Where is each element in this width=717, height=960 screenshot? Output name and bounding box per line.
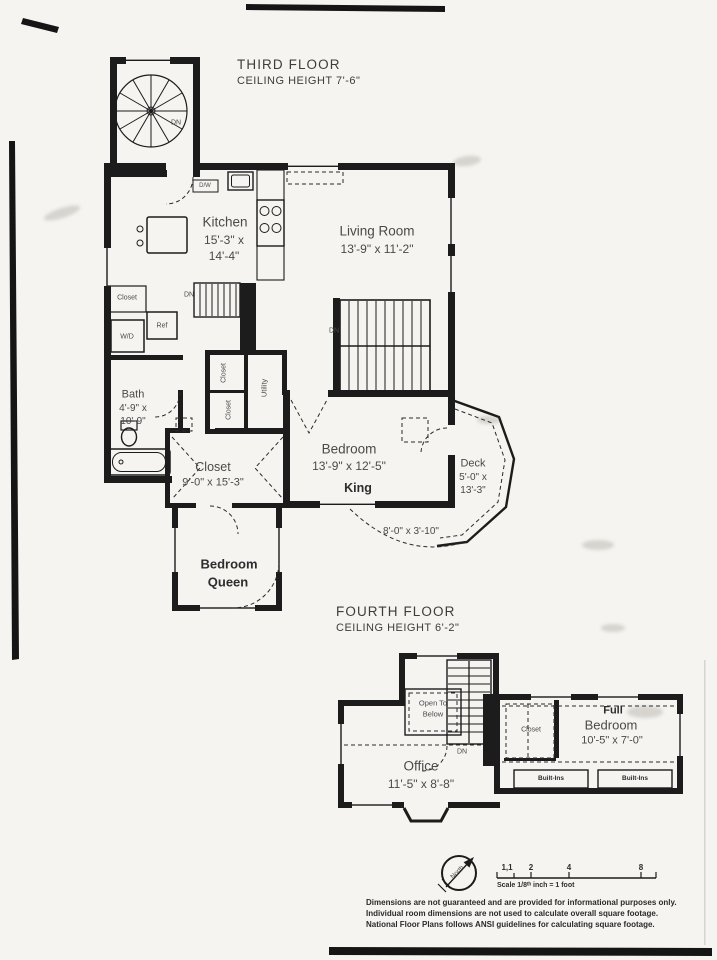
office-bay-window [402,807,450,823]
fridge-box [146,311,178,340]
living-room-label: Living Room [339,223,415,239]
full-bedroom-label-1: Full [603,704,623,717]
scan-artifacts [9,4,712,956]
queen-bed-label: Queen [207,574,249,590]
washer-dryer-label: W/D [120,333,134,341]
main-stairs-icon [339,299,431,393]
utility-label: Utility [259,378,269,398]
windows-third [104,57,455,611]
built-ins-label-1: Built-Ins [538,774,564,782]
living-room-dims: 13'-9" x 11'-2" [340,242,414,256]
fourth-floor-ceiling: CEILING HEIGHT 6'-2" [336,622,460,634]
bedroom-king-label: Bedroom [321,441,377,457]
scale-tick-3: 8 [638,863,644,872]
bedroom-king-dims: 13'-9" x 12'-5" [312,459,386,473]
stove-icon [256,199,285,247]
king-bed-label: King [344,480,372,495]
scale-tick-1: 2 [528,863,534,872]
toilet-icon [120,420,138,447]
dn-label-fourth: DN [456,748,468,756]
deck-dims-1: 5'-0" x [459,472,487,483]
dn-label-mid-stairs: DN [183,291,195,299]
balcony-dims-label: 8'-0" x 3'-10" [383,526,439,537]
closet-vertical-label-1: Closet [220,363,228,383]
fourth-floor-fixtures [402,659,673,823]
dishwasher-label: D/W [199,183,211,189]
kitchen-island [136,216,188,254]
deck-dims-2: 13'-3" [460,485,486,496]
sink-icon [227,171,254,191]
full-bedroom-label-2: Bedroom [584,717,638,733]
compass-icon [437,855,477,893]
washer-dryer-box [110,319,145,353]
third-floor-title: THIRD FLOOR [237,57,341,72]
dn-label-main-stairs: DN [328,327,340,335]
deck-outline [436,398,516,548]
bedroom-queen-label: Bedroom [200,556,258,572]
fridge-label: Ref [156,322,168,330]
open-to-below-box [404,688,462,736]
closet-left-box [107,285,147,313]
fourth-floor-dashed [344,692,675,772]
bathtub-icon [107,448,171,476]
closet-big-dims: 9'-0" x 15'-3" [182,476,244,489]
mid-stairs-icon [193,282,241,318]
kitchen-dims-2: 14'-4" [208,249,240,263]
closet-vertical-label-2: Closet [225,400,233,420]
third-floor-ceiling: CEILING HEIGHT 7'-6" [237,75,361,87]
office-label: Office [403,758,439,774]
third-floor-dashed [154,171,506,609]
closet-left-label: Closet [117,294,137,302]
open-to-below-label-2: Below [422,709,444,719]
built-ins-box [513,769,673,789]
office-dims: 11'-5" x 8'-8" [387,777,455,791]
closet-big-label: Closet [195,459,231,474]
spiral-staircase-icon [114,74,188,148]
bath-label: Bath [121,388,145,401]
kitchen-label: Kitchen [202,214,248,230]
disclaimer-line-1: Dimensions are not guaranteed and are pr… [366,898,677,907]
kitchen-dims-1: 15'-3" x [204,233,244,247]
scale-bar [496,872,657,879]
built-ins-label-2: Built-Ins [622,774,648,782]
fourth-floor-title: FOURTH FLOOR [336,604,456,619]
closet-fourth-label: Closet [521,726,541,734]
deck-label: Deck [460,457,486,470]
full-bedroom-dims: 10'-5" x 7'-0" [581,734,643,747]
scale-tick-2: 4 [566,863,572,872]
third-floor-fixtures [107,74,516,548]
scale-tick-0: 1,1 [501,863,513,872]
upper-stairs-icon [446,659,492,745]
disclaimer-line-2: Individual room dimensions are not used … [366,909,659,918]
bath-dims-1: 4'-9" x [119,403,147,414]
bath-dims-2: 10'-9" [120,416,146,427]
scale-note: Scale 1/8ᵗʰ inch = 1 foot [497,882,575,889]
dishwasher-box [192,179,219,193]
open-to-below-label-1: Open To [418,698,448,708]
disclaimer-line-3: National Floor Plans follows ANSI guidel… [366,920,655,929]
dn-label-spiral: DN [170,119,182,127]
windows-fourth [338,653,683,808]
